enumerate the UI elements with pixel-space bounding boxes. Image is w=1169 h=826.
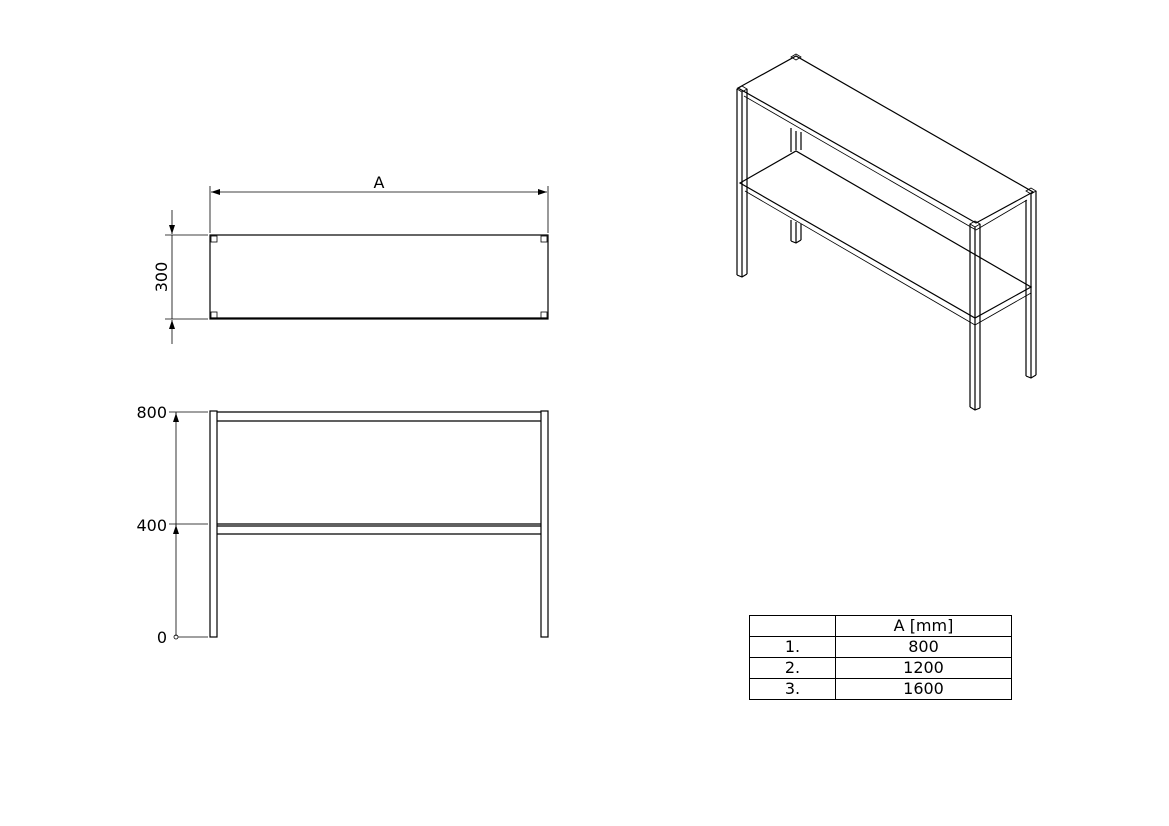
size-table: A [mm] 1. 800 2. 1200 3. 1600 [749,615,1012,700]
front-view: 800 400 0 [136,403,549,647]
table-cell: 2. [749,657,836,679]
table-header-row: A [mm] [749,615,1012,637]
level-label-800: 800 [136,403,167,422]
right-post [540,410,549,638]
table-cell: 1600 [835,678,1012,700]
table-cell: 1. [749,636,836,658]
isometric-view [736,53,1037,411]
table-cell: 800 [835,636,1012,658]
table-cell: 3. [749,678,836,700]
middle-shelf-iso [738,150,1033,319]
table-row: 1. 800 [749,636,1012,658]
post-corner [540,235,548,243]
shelf-outline [209,234,549,320]
post-corner [210,311,218,319]
table-header-cell: A [mm] [835,615,1012,637]
level-label-400: 400 [136,516,167,535]
post-corner [540,311,548,319]
table-row: 2. 1200 [749,657,1012,679]
top-shelf [736,55,1035,224]
top-view: A 300 [152,173,549,344]
left-post [209,410,218,638]
dimension-depth-label: 300 [152,262,171,293]
table-row: 3. 1600 [749,678,1012,700]
table-header-cell [749,615,836,637]
dimension-a-label: A [374,173,385,192]
level-label-0: 0 [157,628,167,647]
table-cell: 1200 [835,657,1012,679]
post-corner [210,235,218,243]
